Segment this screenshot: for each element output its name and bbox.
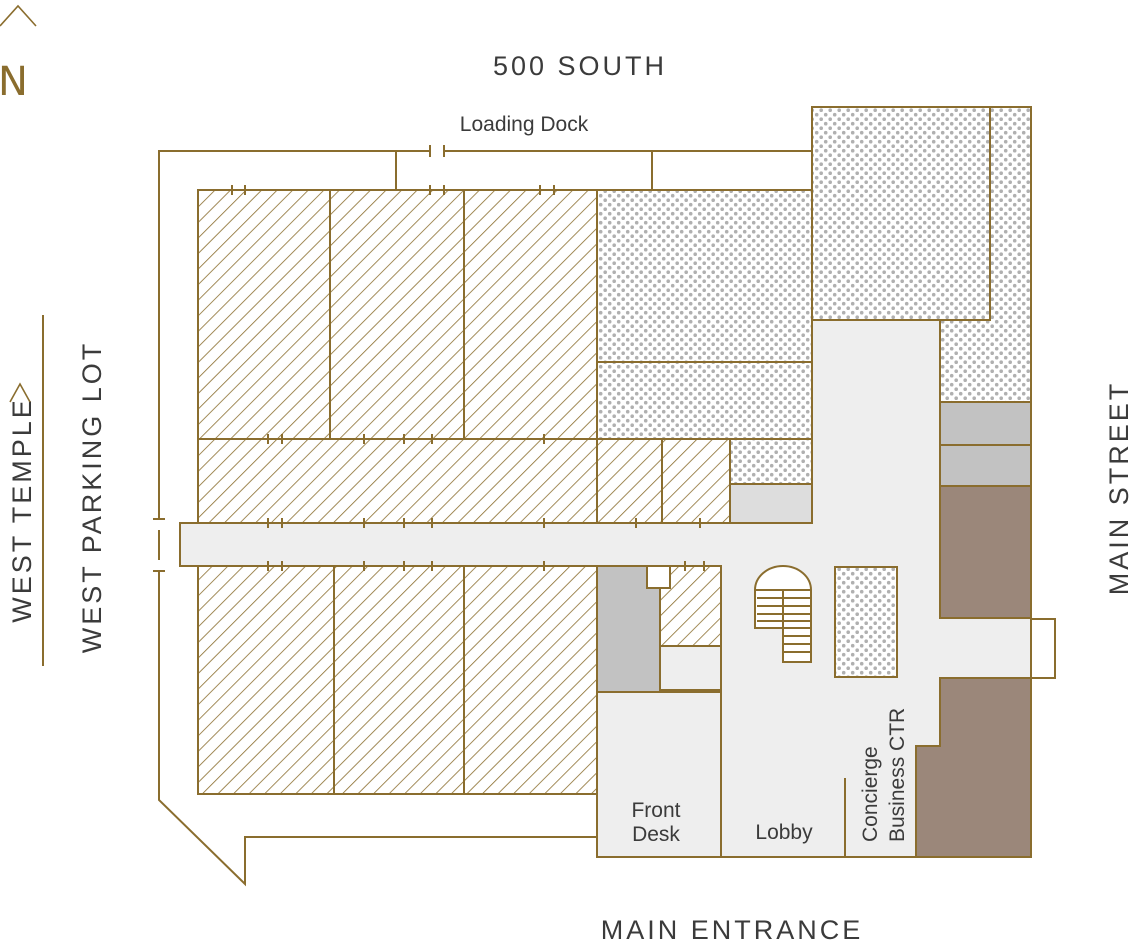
dotted-room-center-lower	[729, 438, 813, 485]
service-room-gray-1	[939, 401, 1032, 446]
meeting-room-nw-1	[197, 189, 331, 440]
dotted-room-center	[596, 361, 813, 440]
meeting-room-sw-2	[333, 565, 465, 795]
meeting-room-mid-3	[661, 438, 731, 524]
street-label-east: MAIN STREET	[1104, 381, 1130, 596]
meeting-room-mid-1	[197, 438, 598, 524]
compass: N	[0, 4, 37, 105]
meeting-room-mid-2	[596, 438, 663, 524]
outer-perimeter	[158, 150, 812, 887]
hatched-rooms-south	[197, 565, 722, 795]
meeting-room-nw-2	[329, 189, 465, 440]
front-desk-small-box	[646, 565, 671, 589]
service-room-gray-2	[939, 444, 1032, 487]
dock-door-gap	[430, 147, 444, 155]
loading-dock-label: Loading Dock	[460, 113, 589, 136]
lobby-partitions	[597, 566, 916, 858]
north-arrow-icon	[0, 4, 37, 27]
front-desk-label-line2: Desk	[632, 823, 680, 846]
meeting-room-sw-3	[463, 565, 598, 795]
dotted-room-north	[596, 189, 813, 363]
meeting-room-nw-3	[463, 189, 598, 440]
lobby-label: Lobby	[755, 821, 813, 844]
street-label-south: MAIN ENTRANCE	[601, 915, 864, 942]
street-label-north: 500 SOUTH	[493, 51, 667, 81]
dotted-room-island	[834, 566, 898, 678]
concierge-label: Concierge	[859, 746, 882, 842]
hatched-rooms-north	[197, 189, 731, 524]
dotted-room-northeast	[811, 106, 991, 321]
door-markers	[231, 185, 705, 571]
west-temple-arrow-icon	[9, 382, 31, 403]
meeting-room-sw-1	[197, 565, 335, 795]
business-ctr-label: Business CTR	[886, 708, 909, 842]
east-entrance-vestibule	[1030, 618, 1056, 679]
north-label: N	[0, 59, 28, 105]
front-desk-office	[659, 645, 722, 691]
front-desk-label-line1: Front	[631, 799, 680, 822]
service-room-light	[729, 483, 813, 524]
street-label-west-outer: WEST TEMPLE	[7, 397, 37, 623]
street-label-west-inner: WEST PARKING LOT	[77, 341, 107, 654]
brown-room-east	[939, 485, 1032, 619]
staircase-icon	[754, 565, 812, 663]
